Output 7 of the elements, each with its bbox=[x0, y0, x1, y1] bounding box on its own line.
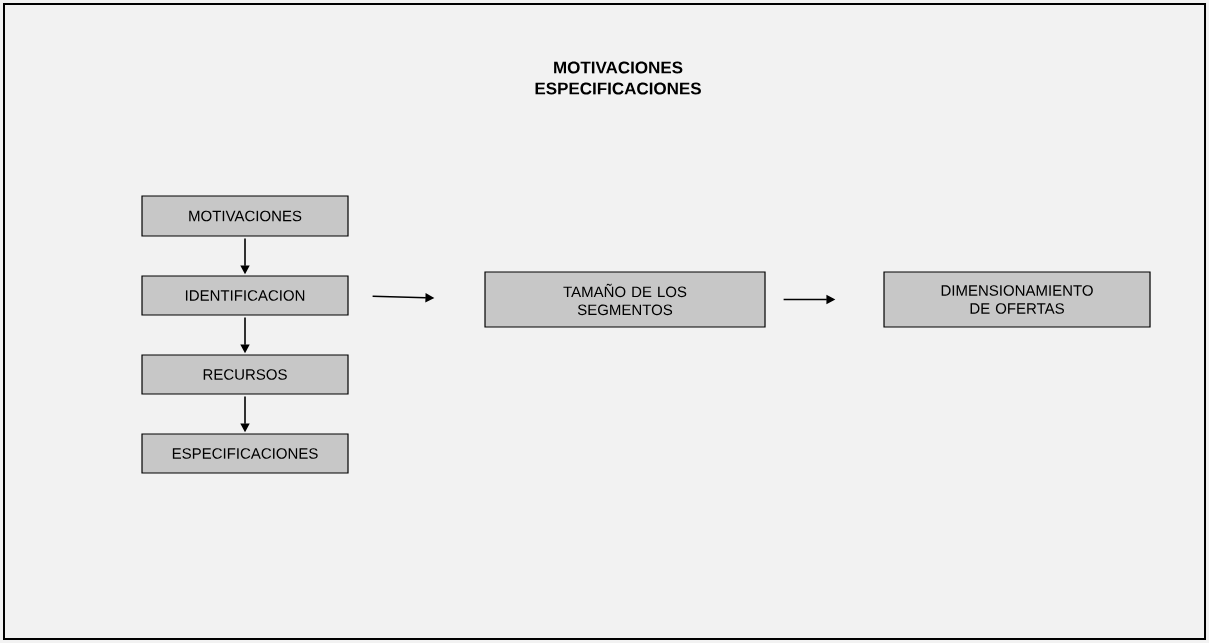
process-box: ESPECIFICACIONES bbox=[141, 433, 349, 474]
process-box: IDENTIFICACION bbox=[141, 275, 349, 316]
process-box: MOTIVACIONES bbox=[141, 195, 349, 237]
title: MOTIVACIONES ESPECIFICACIONES bbox=[535, 61, 701, 95]
process-box: TAMAÑO DE LOS SEGMENTOS bbox=[484, 271, 766, 328]
process-box: RECURSOS bbox=[141, 354, 349, 395]
process-box: DIMENSIONAMIENTO DE OFERTAS bbox=[883, 271, 1151, 328]
